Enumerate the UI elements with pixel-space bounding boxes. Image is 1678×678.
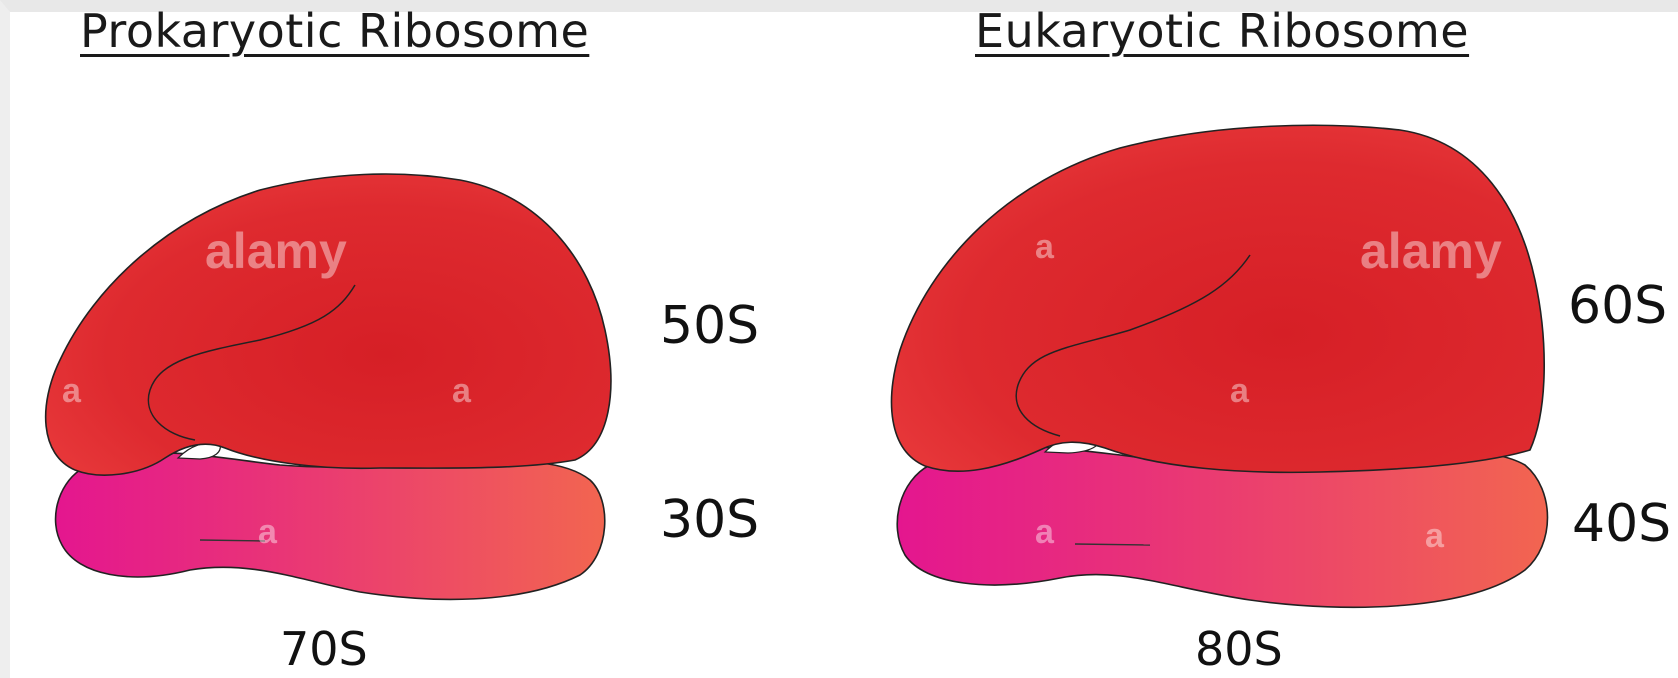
watermark-mark: a <box>62 372 82 410</box>
label-60s: 60S <box>1568 276 1667 336</box>
large-subunit-60s <box>892 125 1545 472</box>
watermark-mark: a <box>1035 513 1055 551</box>
small-subunit-30s <box>56 453 605 600</box>
label-40s: 40S <box>1572 494 1671 554</box>
label-80s: 80S <box>1195 622 1283 676</box>
label-70s: 70S <box>280 622 368 676</box>
label-50s: 50S <box>660 296 759 356</box>
watermark-mark: a <box>1035 228 1055 266</box>
small-subunit-groove <box>1075 544 1150 545</box>
watermark-mark: a <box>452 372 472 410</box>
watermark-mark: a <box>1230 372 1250 410</box>
eukaryotic-ribosome <box>892 125 1548 607</box>
small-subunit-groove <box>200 540 265 541</box>
watermark-mark: a <box>1425 517 1445 555</box>
large-subunit-50s <box>46 174 611 475</box>
watermark-mark: a <box>258 513 278 551</box>
eukaryotic-title: Eukaryotic Ribosome <box>975 4 1469 58</box>
prokaryotic-title: Prokaryotic Ribosome <box>80 4 589 58</box>
watermark-brand: alamy <box>1360 223 1502 279</box>
watermark-brand: alamy <box>205 223 347 279</box>
label-30s: 30S <box>660 490 759 550</box>
